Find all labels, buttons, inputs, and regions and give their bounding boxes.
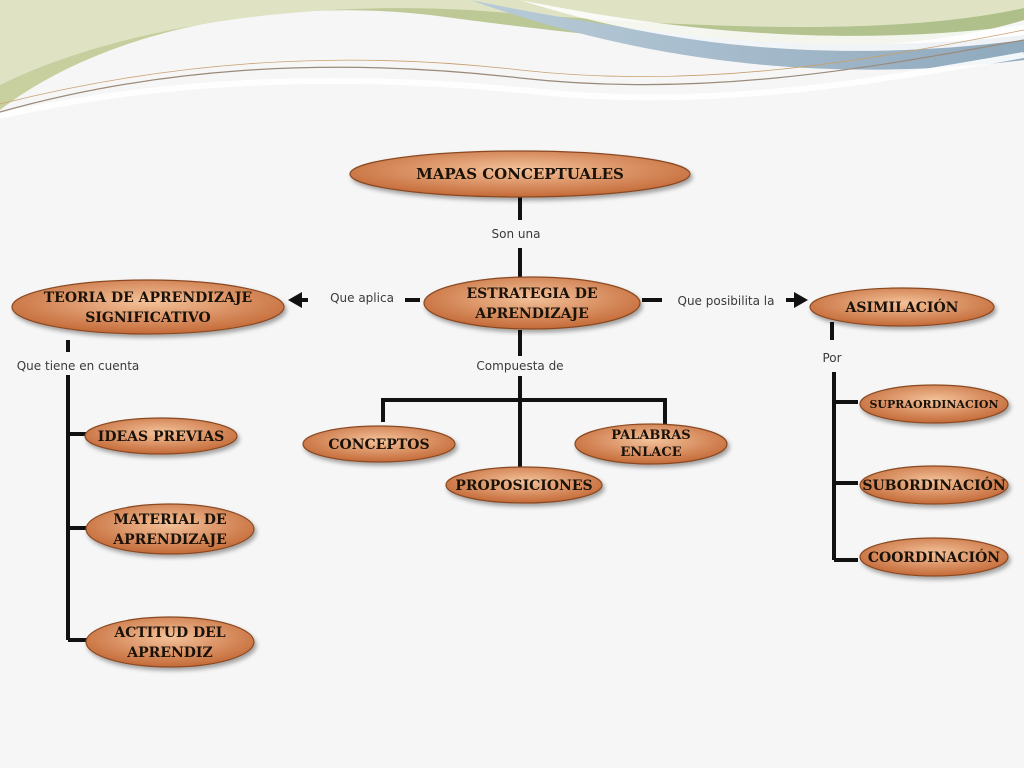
node-label: ASIMILACIÓN (845, 298, 959, 316)
link-labels: Son una Que aplica Que posibilita la Que… (17, 227, 842, 373)
arrow-right-asimilacion (794, 292, 808, 308)
node-label-line2: APRENDIZAJE (112, 532, 227, 548)
node-proposiciones[interactable]: PROPOSICIONES (445, 466, 603, 504)
node-label: IDEAS PREVIAS (98, 429, 224, 445)
arrow-left-teoria (288, 292, 302, 308)
arrow-left-teoria-shaft (300, 298, 308, 302)
node-material-aprendizaje[interactable]: MATERIAL DE APRENDIZAJE (85, 503, 255, 555)
node-coordinacion[interactable]: COORDINACIÓN (859, 537, 1009, 577)
node-conceptos[interactable]: CONCEPTOS (302, 425, 456, 463)
nodes: MAPAS CONCEPTUALES ESTRATEGIA DE APRENDI… (11, 150, 1009, 668)
node-label: COORDINACIÓN (868, 548, 1000, 566)
node-supraordinacion[interactable]: SUPRAORDINACION (859, 384, 1009, 424)
node-label-line1: ESTRATEGIA DE (466, 286, 597, 302)
connectors (66, 197, 858, 642)
node-mapas-conceptuales[interactable]: MAPAS CONCEPTUALES (349, 150, 691, 198)
node-label: SUBORDINACIÓN (862, 476, 1005, 494)
node-ideas-previas[interactable]: IDEAS PREVIAS (84, 417, 238, 455)
node-label-line2: APRENDIZAJE (474, 306, 589, 322)
node-teoria-aprendizaje[interactable]: TEORIA DE APRENDIZAJE SIGNIFICATIVO (11, 279, 285, 335)
node-palabras-enlace[interactable]: PALABRAS ENLACE (574, 423, 728, 465)
node-label-line2: APRENDIZ (126, 645, 212, 661)
node-asimilacion[interactable]: ASIMILACIÓN (809, 287, 995, 327)
link-por: Por (822, 351, 841, 365)
node-label: MAPAS CONCEPTUALES (416, 165, 624, 183)
node-label-line1: MATERIAL DE (113, 512, 226, 528)
link-son-una: Son una (492, 227, 541, 241)
connector-branch-conceptos (381, 398, 667, 428)
link-que-posibilita: Que posibilita la (678, 294, 775, 308)
node-label: CONCEPTOS (328, 437, 429, 453)
arrowheads (288, 292, 808, 308)
node-label: SUPRAORDINACION (869, 398, 998, 411)
node-subordinacion[interactable]: SUBORDINACIÓN (859, 465, 1009, 505)
node-label: PROPOSICIONES (455, 478, 592, 494)
node-label-line1: ACTITUD DEL (113, 625, 225, 641)
link-que-tiene: Que tiene en cuenta (17, 359, 140, 373)
link-compuesta: Compuesta de (476, 359, 563, 373)
node-label-line2: SIGNIFICATIVO (85, 310, 210, 326)
link-que-aplica: Que aplica (330, 291, 394, 305)
node-estrategia-aprendizaje[interactable]: ESTRATEGIA DE APRENDIZAJE (423, 276, 641, 330)
node-label-line1: PALABRAS (611, 428, 690, 443)
node-label-line2: ENLACE (620, 445, 681, 460)
arrow-right-asimilacion-shaft (786, 298, 796, 302)
node-actitud-aprendiz[interactable]: ACTITUD DEL APRENDIZ (85, 616, 255, 668)
node-label-line1: TEORIA DE APRENDIZAJE (44, 290, 252, 306)
